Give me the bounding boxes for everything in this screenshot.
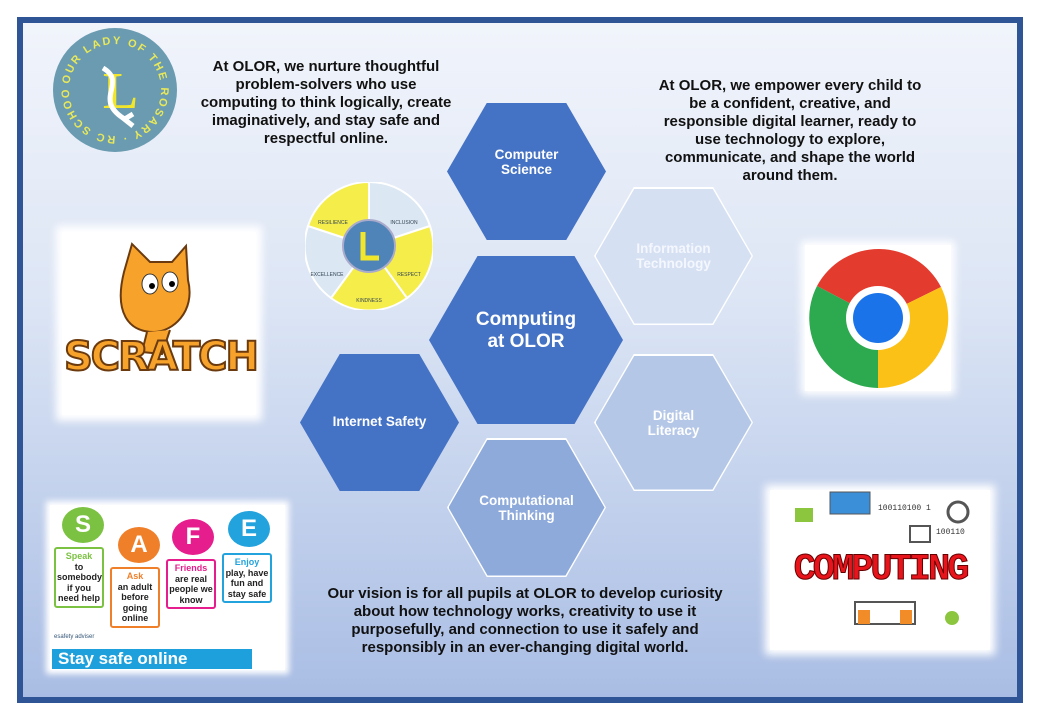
scratch-label: SCRATCH — [63, 333, 260, 381]
letter-a: A — [118, 527, 160, 563]
value-inclusion: INCLUSION — [390, 220, 418, 226]
hex-label: Computer Science — [494, 146, 559, 177]
hex-information-technology: Information Technology — [594, 187, 753, 325]
values-wheel: RESILIENCE INCLUSION RESPECT KINDNESS EX… — [303, 180, 435, 312]
chrome-logo-icon — [805, 245, 951, 391]
value-resilience: RESILIENCE — [318, 220, 348, 226]
hex-internet-safety: Internet Safety — [300, 354, 459, 491]
hex-label: Internet Safety — [332, 413, 427, 429]
hex-label: Digital Literacy — [647, 407, 700, 438]
safe-credit: esafety adviser — [54, 634, 95, 640]
hex-center-label: Computing at OLOR — [475, 309, 577, 352]
safe-banner: Stay safe online — [52, 649, 252, 669]
hex-label: Information Technology — [636, 241, 711, 271]
letter-s: S — [62, 507, 104, 543]
computing-label: COMPUTING — [793, 549, 970, 591]
letter-f: F — [172, 519, 214, 555]
hex-digital-literacy: Digital Literacy — [594, 354, 753, 491]
binary-text-1: 100110100 1 — [878, 504, 931, 513]
computing-image: 100110100 1 100110 COMPUTING — [770, 490, 990, 650]
scratch-cat-icon — [119, 242, 191, 356]
vision-text: Our vision is for all pupils at OLOR to … — [327, 585, 723, 656]
value-respect: RESPECT — [397, 272, 421, 278]
letter-e: E — [228, 511, 270, 547]
scratch-image: SCRATCH — [62, 232, 260, 415]
value-excellence: EXCELLENCE — [310, 272, 344, 278]
left-mission-text: At OLOR, we nurture thoughtful problem-s… — [200, 58, 452, 147]
hex-label: Computational Thinking — [479, 492, 574, 523]
value-kindness: KINDNESS — [356, 298, 382, 304]
tech-icons: 100110100 1 100110 — [795, 491, 970, 625]
right-mission-text: At OLOR, we empower every child to be a … — [658, 77, 922, 184]
binary-text-2: 100110 — [936, 528, 965, 537]
